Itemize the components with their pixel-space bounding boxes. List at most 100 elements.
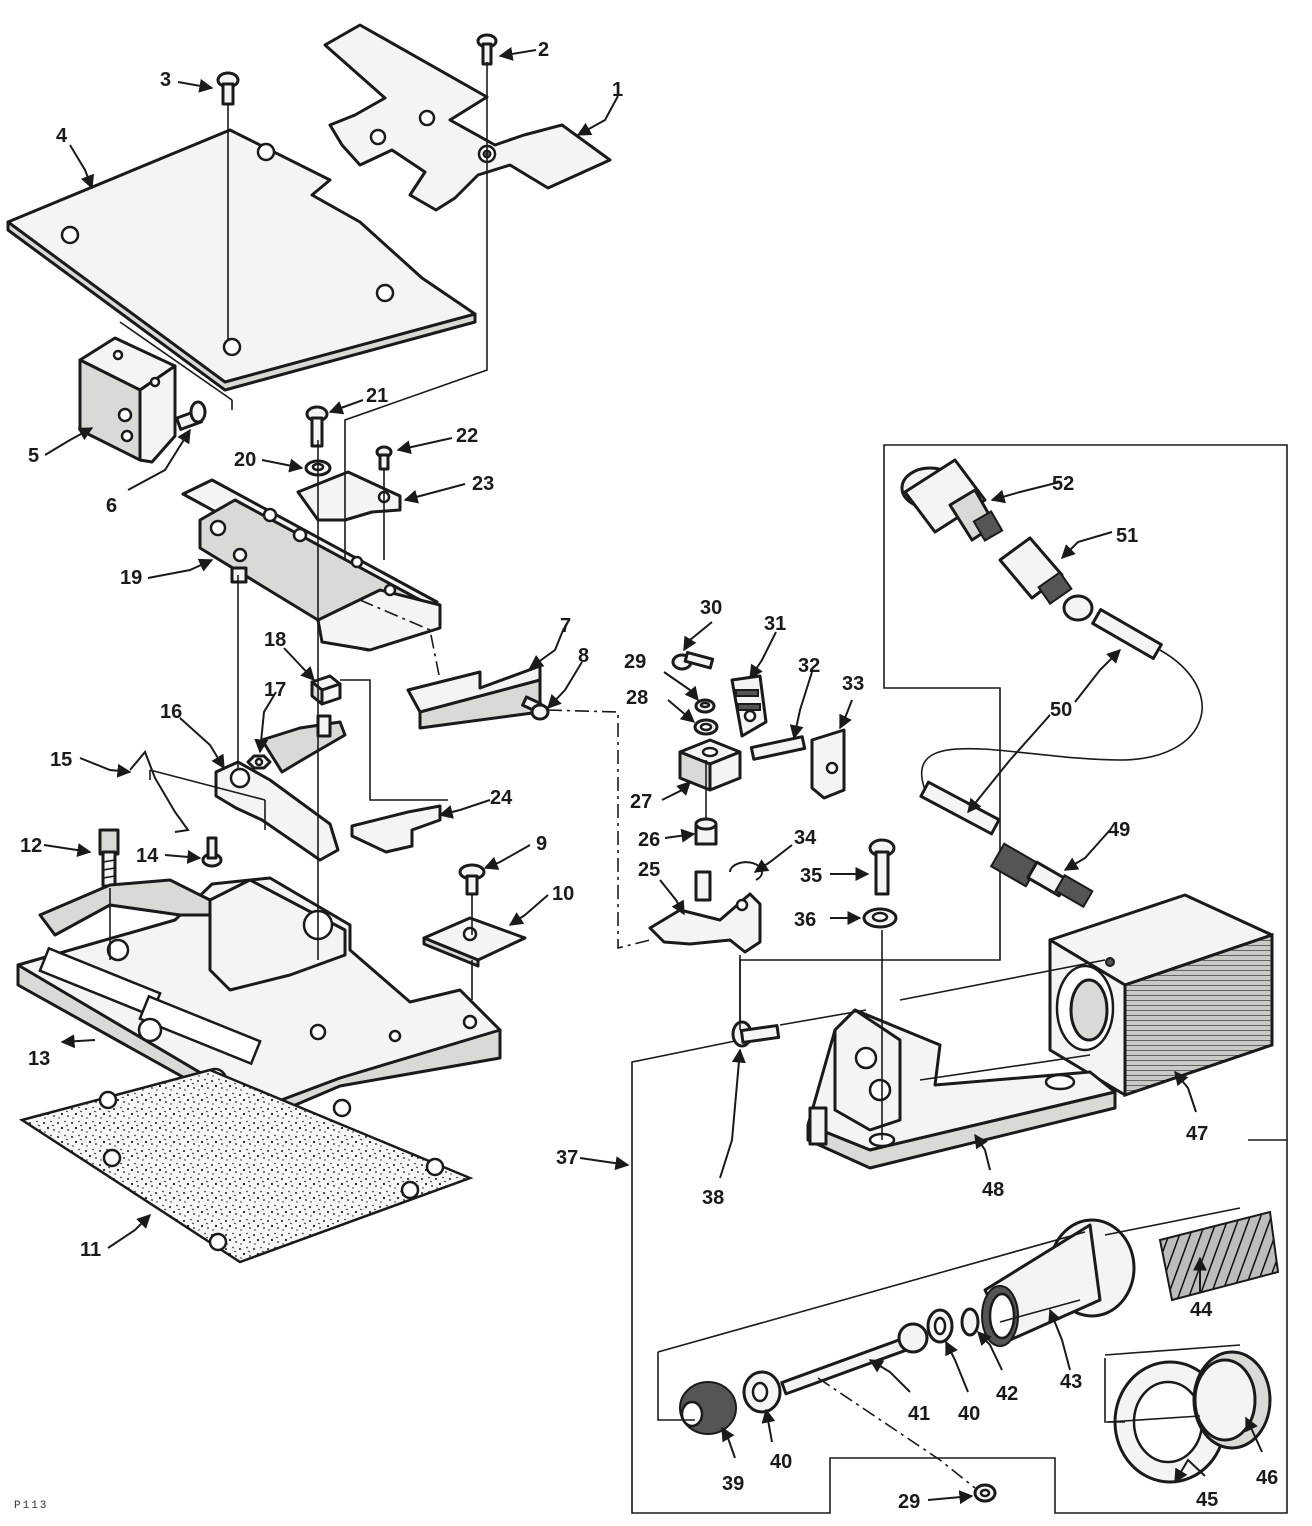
part-29-washer-lower — [973, 1483, 997, 1503]
part-2-screw — [476, 33, 498, 66]
callout-13: 13 — [28, 1048, 50, 1070]
part-15-spring — [129, 750, 190, 833]
part-24-guide — [350, 804, 442, 854]
callout-28: 28 — [626, 687, 648, 709]
callout-6: 6 — [106, 495, 117, 517]
part-34-ring — [729, 861, 763, 881]
callout-25: 25 — [638, 859, 660, 881]
callout-9: 9 — [536, 833, 547, 855]
callout-3: 3 — [160, 69, 171, 91]
part-42-oring — [960, 1307, 980, 1337]
part-12-bolt — [98, 828, 120, 888]
callout-26: 26 — [638, 829, 660, 851]
callout-16: 16 — [160, 701, 182, 723]
part-18-block — [310, 674, 342, 706]
part-10-plate — [422, 916, 527, 968]
part-14-screw — [201, 836, 223, 868]
part-38-screw — [731, 1020, 781, 1048]
callout-32: 32 — [798, 655, 820, 677]
callout-47: 47 — [1186, 1123, 1208, 1145]
part-52-fitting — [900, 458, 1004, 542]
part-22-screw — [375, 445, 393, 471]
callout-41: 41 — [908, 1403, 930, 1425]
part-6-screw — [175, 400, 207, 431]
callout-44: 44 — [1190, 1299, 1213, 1321]
part-5-bracket — [78, 336, 177, 464]
figure-code: P113 — [14, 1500, 48, 1512]
callout-14: 14 — [136, 845, 159, 867]
callout-24: 24 — [490, 787, 513, 809]
part-21-screw — [305, 405, 329, 448]
callout-22: 22 — [456, 425, 478, 447]
callout-20: 20 — [234, 449, 256, 471]
part-9-screw — [458, 863, 486, 896]
part-28-washer — [693, 718, 719, 736]
callout-38: 38 — [702, 1187, 724, 1209]
callout-21: 21 — [366, 385, 388, 407]
part-1-cover-plate — [323, 23, 612, 212]
part-13-slide-base — [16, 876, 502, 1122]
part-27-block — [678, 738, 742, 792]
part-31-clamp — [730, 674, 768, 738]
part-3-screw — [216, 71, 240, 106]
part-25-lever — [648, 870, 762, 954]
callout-7: 7 — [560, 615, 571, 637]
callout-11: 11 — [80, 1239, 101, 1261]
callout-51: 51 — [1116, 525, 1138, 547]
part-51-fitting — [998, 536, 1094, 622]
part-40-washer-upper — [926, 1308, 954, 1344]
callout-29-lower: 29 — [898, 1491, 920, 1513]
part-30-screw — [671, 651, 715, 671]
callout-8: 8 — [578, 645, 589, 667]
callout-37: 37 — [556, 1147, 578, 1169]
part-36-washer — [862, 907, 898, 929]
callout-31: 31 — [764, 613, 786, 635]
part-11-gasket — [18, 1068, 474, 1264]
callout-40: 40 — [770, 1451, 792, 1473]
assembly-frame-upper — [883, 444, 1288, 1141]
callout-12: 12 — [20, 835, 42, 857]
callout-19: 19 — [120, 567, 142, 589]
part-4-base-plate — [6, 128, 477, 392]
leader-arrows — [43, 47, 1263, 1505]
part-19-slide-bracket — [181, 478, 442, 652]
part-33-block — [810, 728, 846, 800]
part-46-cap — [1192, 1350, 1272, 1450]
callout-43: 43 — [1060, 1371, 1082, 1393]
callout-27: 27 — [630, 791, 652, 813]
assembly-lines — [109, 62, 1241, 1489]
part-40-washer-lower — [742, 1370, 782, 1414]
callout-18: 18 — [264, 629, 286, 651]
callout-42: 42 — [996, 1383, 1018, 1405]
part-47-housing — [1048, 893, 1274, 1098]
callout-labels: 1 2 3 4 5 6 7 8 9 10 11 12 13 14 15 16 1… — [14, 39, 1278, 1513]
part-49-fitting — [989, 842, 1094, 909]
part-39-nut — [679, 1381, 737, 1435]
callout-46: 46 — [1256, 1467, 1278, 1489]
callout-34: 34 — [794, 827, 817, 849]
part-43-cylinder — [981, 1218, 1136, 1347]
callout-15: 15 — [50, 749, 72, 771]
part-35-screw — [868, 838, 896, 896]
callout-2: 2 — [538, 39, 549, 61]
part-50-tube — [919, 608, 1203, 836]
part-41-valve-stem — [780, 1322, 929, 1396]
callout-33: 33 — [842, 673, 864, 695]
part-16-lever — [214, 714, 347, 862]
callout-30: 30 — [700, 597, 722, 619]
callout-1: 1 — [612, 79, 623, 101]
callout-36: 36 — [794, 909, 816, 931]
callout-52: 52 — [1052, 473, 1074, 495]
part-26-bushing — [694, 817, 718, 846]
part-48-bracket — [806, 1008, 1117, 1170]
callout-23: 23 — [472, 473, 494, 495]
callout-40-upper: 40 — [958, 1403, 980, 1425]
callout-10: 10 — [552, 883, 574, 905]
callout-35: 35 — [800, 865, 822, 887]
callout-4: 4 — [56, 125, 68, 147]
callout-48: 48 — [982, 1179, 1004, 1201]
callout-5: 5 — [28, 445, 39, 467]
part-44-spring — [1158, 1210, 1280, 1302]
part-7-bar — [406, 664, 542, 730]
